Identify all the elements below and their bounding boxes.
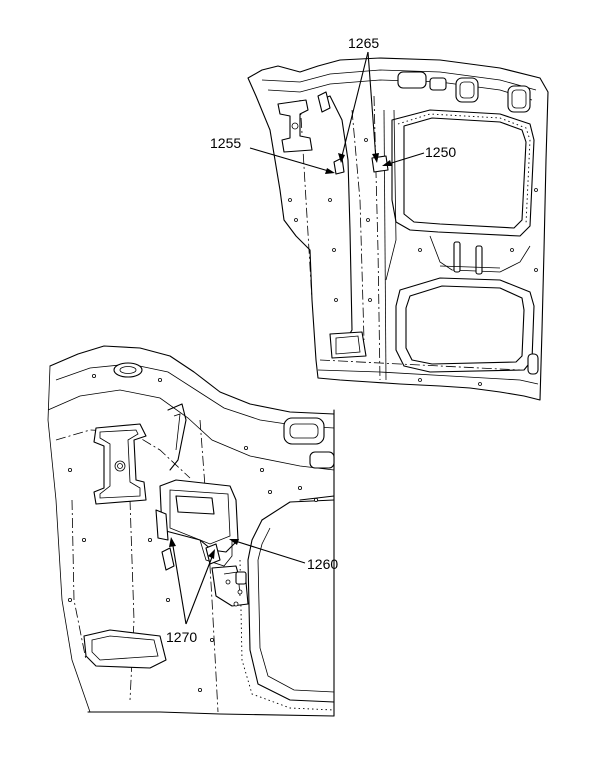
callout-1260: 1260 (307, 556, 338, 572)
callout-1250: 1250 (425, 144, 456, 160)
upper-rivets (288, 138, 538, 386)
lower-detail-view (47, 345, 335, 717)
callout-1255: 1255 (210, 135, 241, 151)
bracket-assembly (155, 479, 249, 607)
upper-panel-view (247, 57, 549, 401)
lower-rivets (68, 373, 318, 693)
callout-1265: 1265 (348, 35, 379, 51)
callout-1270: 1270 (166, 629, 197, 645)
callouts: 1265 1255 1250 1260 1270 (166, 35, 456, 645)
